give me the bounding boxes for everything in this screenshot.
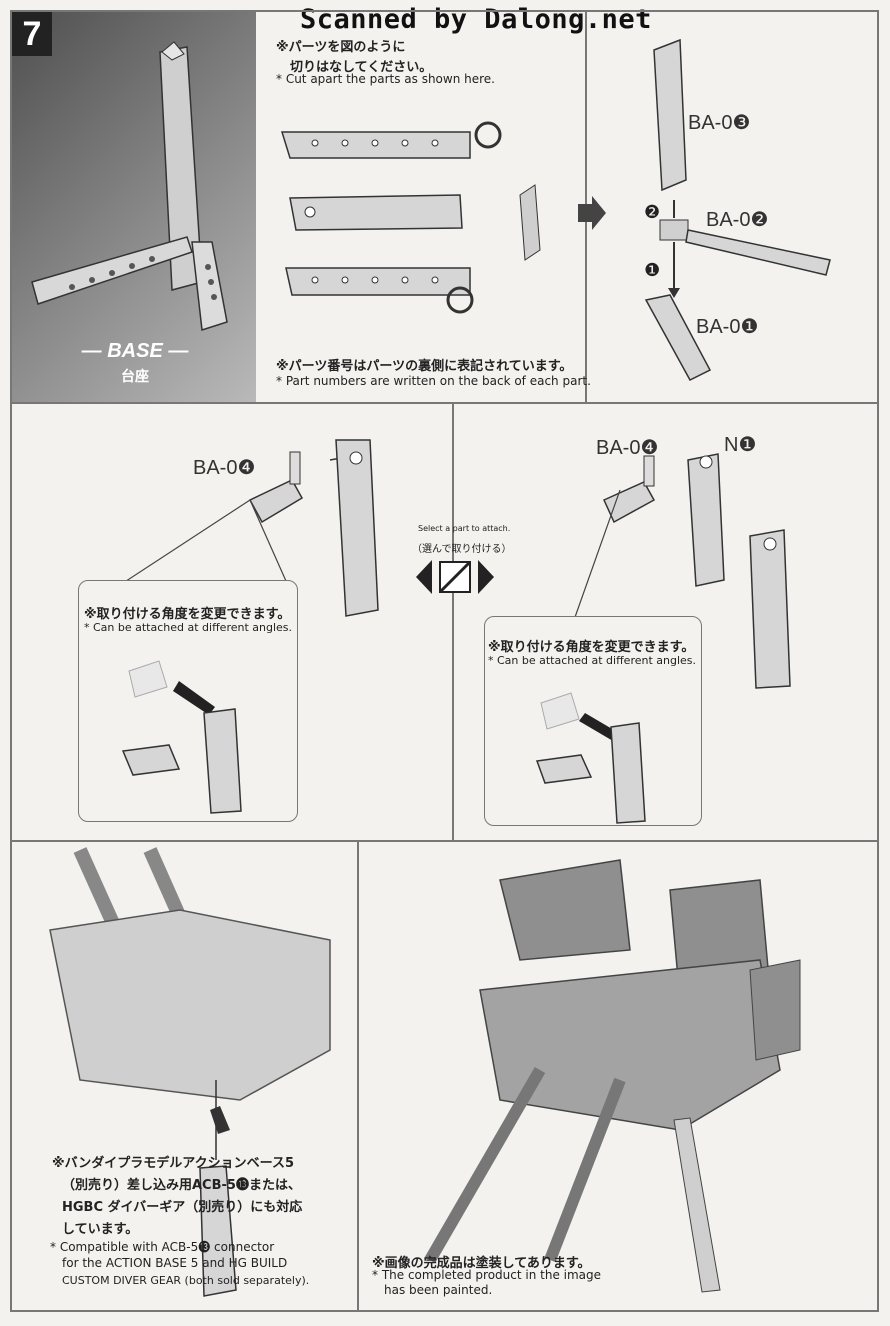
attach-left-part-label: BA-0❹	[193, 457, 256, 479]
cut-note-jp: ※パーツを図のように	[276, 40, 406, 55]
step-2-marker: ❷	[644, 202, 661, 223]
attach-right-illustration	[603, 453, 791, 689]
attach-right-note-box	[484, 616, 702, 826]
part-label-ba02: BA-0❷	[706, 209, 769, 231]
scanner-watermark: Scanned by Dalong.net	[300, 4, 652, 35]
base-label: — BASE —	[81, 340, 189, 362]
attach-right-note-en: * Can be attached at different angles.	[488, 654, 697, 667]
parts-runner-illustration	[280, 121, 541, 314]
attach-left-note-jp: ※取り付ける角度を変更できます。	[84, 607, 291, 622]
assembly-illustration	[644, 38, 831, 381]
cut-note-en: * Cut apart the parts as shown here.	[276, 72, 495, 86]
compat-note-en-3: CUSTOM DIVER GEAR (both sold separately)…	[62, 1274, 310, 1287]
compat-note-en-1: * Compatible with ACB-5⓭ connector	[50, 1240, 275, 1254]
painted-note-en-2: has been painted.	[384, 1283, 493, 1297]
base-stand-illustration	[31, 41, 228, 331]
attach-left-illustration	[248, 439, 379, 617]
page-frame	[10, 10, 879, 1312]
attach-left-note-box	[78, 580, 298, 822]
compat-note-jp-1: ※バンダイプラモデルアクションベース5	[52, 1156, 295, 1171]
attach-right-part-label: BA-0❹	[596, 437, 659, 459]
completed-model-illustration	[424, 859, 801, 1293]
select-note-en: Select a part to attach.	[418, 524, 511, 533]
select-note-jp: （選んで取り付ける）	[412, 544, 512, 555]
compat-note-jp-4: しています。	[62, 1222, 139, 1237]
attach-right-callout-line	[573, 489, 621, 621]
compat-note-en-2: for the ACTION BASE 5 and HG BUILD	[62, 1256, 288, 1270]
painted-note-en-1: * The completed product in the image	[372, 1268, 602, 1282]
row-divider-2	[10, 840, 879, 842]
attach-left-callout-lines	[119, 499, 291, 591]
arrow-right-icon	[578, 196, 606, 230]
select-part-icon	[416, 560, 494, 594]
cut-note-jp-2: 切りはなしてください。	[290, 60, 433, 75]
attach-right-angle-illustration	[535, 692, 646, 824]
compat-note-jp-3: HGBC ダイバーギア（別売り）にも対応	[62, 1200, 303, 1215]
attach-left-angle-illustration	[121, 660, 242, 814]
step-1-marker: ❶	[644, 260, 661, 281]
robot-detail-illustration	[49, 847, 331, 1297]
attach-right-note-jp: ※取り付ける角度を変更できます。	[488, 640, 695, 655]
part-number-note-en: * Part numbers are written on the back o…	[276, 374, 591, 388]
attach-right-part2-label: N❶	[724, 434, 757, 456]
part-label-ba01: BA-0❶	[696, 316, 759, 338]
painted-note-jp: ※画像の完成品は塗装してあります。	[372, 1256, 591, 1271]
attach-left-note-en: * Can be attached at different angles.	[84, 621, 293, 634]
part-number-note-jp: ※パーツ番号はパーツの裏側に表記されています。	[276, 359, 573, 374]
row-divider-1	[10, 402, 879, 404]
base-panel	[12, 12, 256, 402]
compat-note-jp-2: （別売り）差し込み用ACB-5⓭または、	[62, 1178, 301, 1193]
col-divider-mid	[452, 404, 454, 840]
step-number: 7	[12, 12, 52, 56]
base-label-jp: 台座	[121, 369, 149, 385]
part-label-ba03: BA-0❸	[688, 112, 751, 134]
col-divider-bottom	[357, 842, 359, 1312]
